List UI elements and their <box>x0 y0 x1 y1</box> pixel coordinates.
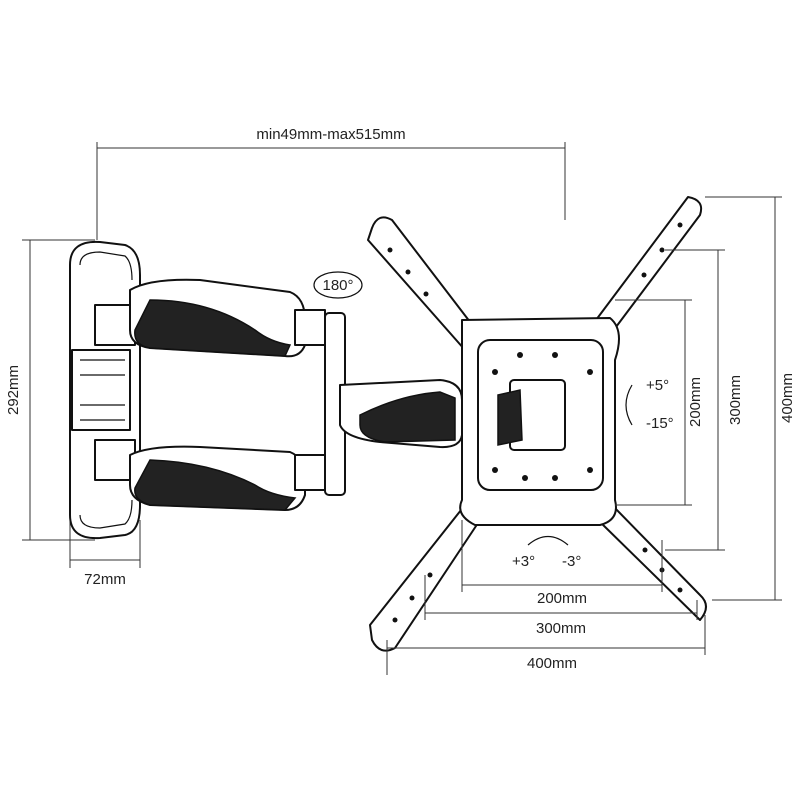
vertical-hole-dimensions: 200mm 300mm 400mm <box>615 196 796 601</box>
wall-plate-width-label: 72mm <box>84 571 126 588</box>
level-minus-label: -3° <box>562 553 581 570</box>
tilt-indicator: +5° -15° <box>625 377 674 432</box>
horizontal-400-label: 400mm <box>527 655 577 672</box>
swivel-indicator: 180° <box>313 271 363 299</box>
wall-plate-height-label: 292mm <box>5 365 22 415</box>
horizontal-300-label: 300mm <box>536 620 586 637</box>
middle-arm <box>339 379 463 449</box>
swivel-label: 180° <box>322 277 353 294</box>
arm-extension-dimension: min49mm-max515mm <box>96 126 566 240</box>
vesa-plate <box>367 196 707 652</box>
wall-plate <box>69 240 141 540</box>
arm-extension-label: min49mm-max515mm <box>256 126 405 143</box>
wall-plate-width-dimension: 72mm <box>69 520 141 588</box>
level-adjust-indicator: +3° -3° <box>512 535 581 570</box>
vertical-300-label: 300mm <box>727 375 744 425</box>
upper-arm <box>94 278 326 358</box>
level-plus-label: +3° <box>512 553 535 570</box>
tilt-up-label: +5° <box>646 377 669 394</box>
wall-plate-height-dimension: 292mm <box>5 239 95 541</box>
vertical-200-label: 200mm <box>687 377 704 427</box>
horizontal-200-label: 200mm <box>537 590 587 607</box>
vertical-400-label: 400mm <box>779 373 796 423</box>
lower-arm <box>94 439 326 511</box>
tilt-down-label: -15° <box>646 415 674 432</box>
horizontal-hole-dimensions: 200mm 300mm 400mm <box>386 520 706 675</box>
